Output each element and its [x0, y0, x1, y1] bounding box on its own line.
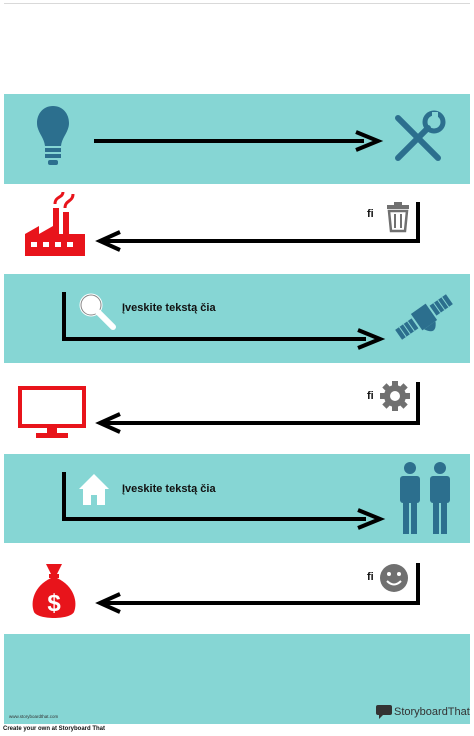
top-border [4, 3, 470, 4]
factory-icon [25, 191, 85, 256]
logo-text: StoryboardThat [394, 706, 470, 718]
left-arrow [95, 202, 420, 252]
row-5-label: Įveskite tekstą čia [122, 483, 216, 495]
watermark-url: www.storyboardthat.com [9, 714, 59, 719]
row-5-band [4, 454, 470, 543]
gear-icon [380, 381, 410, 411]
tools-icon [395, 110, 446, 161]
row-2-label: fi [367, 208, 374, 220]
row-4-label: fi [367, 390, 374, 402]
row-6-label: fi [367, 571, 374, 583]
row-3-label: Įveskite tekstą čia [122, 302, 216, 314]
storyboardthat-logo[interactable]: StoryboardThat [376, 705, 470, 719]
svg-text:$: $ [47, 590, 61, 617]
money-bag-icon: $ [32, 564, 76, 618]
left-arrow [95, 382, 420, 434]
smiley-icon [380, 564, 408, 592]
magnifier-icon [79, 293, 116, 330]
row-3-band [4, 274, 470, 363]
left-arrow [95, 563, 420, 614]
bottom-band [4, 634, 470, 724]
right-arrow [62, 472, 386, 530]
footer-credit[interactable]: Create your own at Storyboard That [3, 726, 106, 732]
satellite-icon [395, 294, 453, 340]
people-icon [400, 462, 450, 534]
right-arrow [62, 292, 386, 350]
logo-bubble-icon [376, 705, 392, 719]
lightbulb-icon [37, 106, 69, 165]
trash-icon [387, 202, 409, 233]
house-icon [79, 474, 109, 505]
monitor-icon [18, 386, 86, 438]
right-arrow [94, 130, 384, 152]
